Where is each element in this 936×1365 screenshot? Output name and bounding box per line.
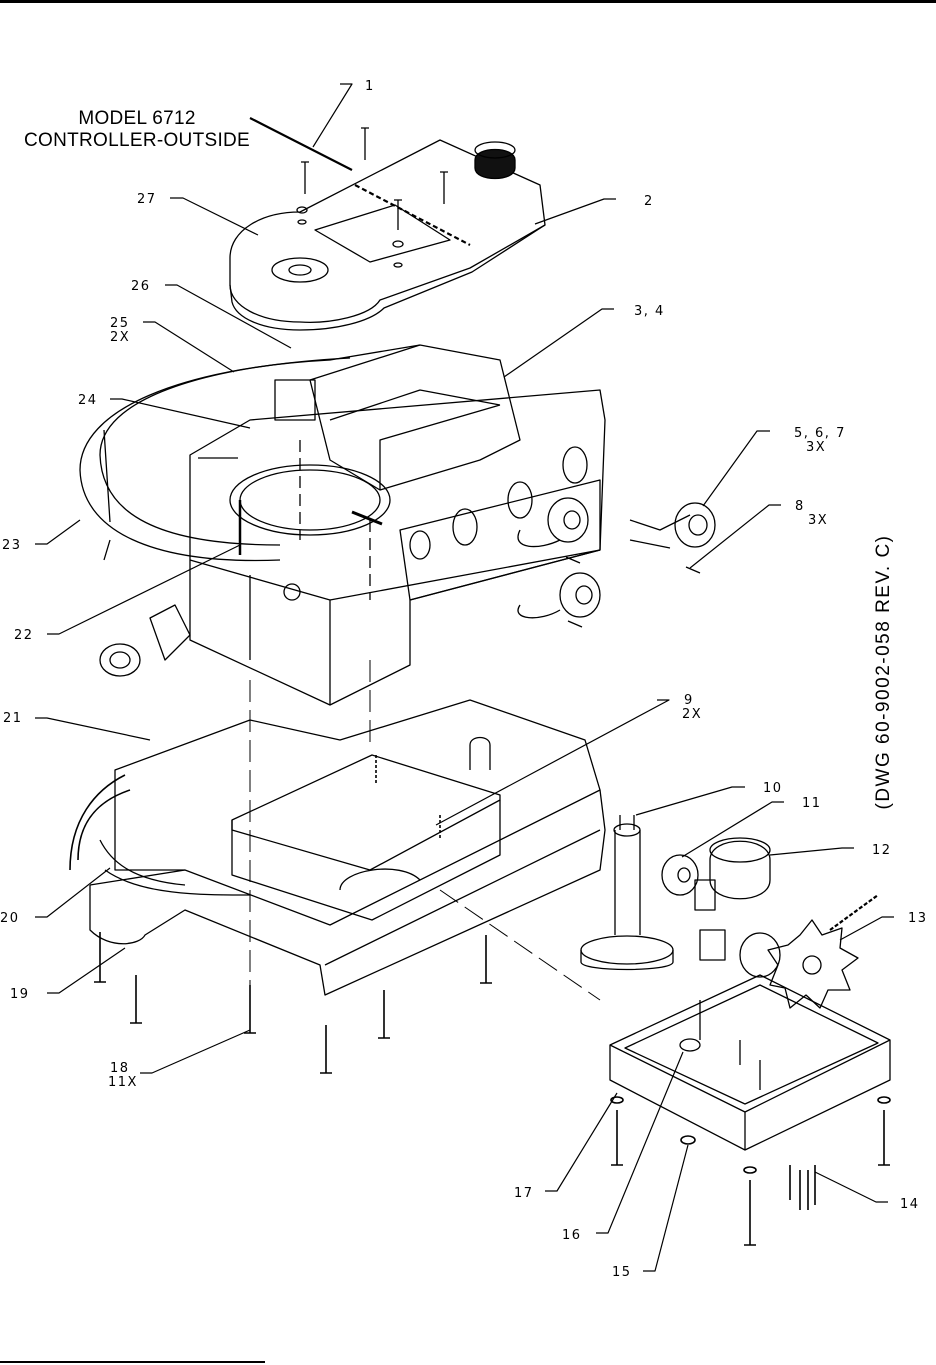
callout-2-label: 2 (644, 194, 654, 209)
callout-19-label: 19 (10, 987, 30, 1002)
rear-band (79, 344, 421, 562)
callout-25-qty: 2X (110, 330, 130, 345)
bottom-rule (0, 1361, 265, 1363)
callout-13-label: 13 (908, 911, 928, 926)
drawing-title: MODEL 6712 CONTROLLER-OUTSIDE (24, 108, 250, 152)
callout-12-label: 12 (872, 843, 892, 858)
callout-26-label: 26 (131, 279, 151, 294)
base-housing (69, 699, 606, 996)
center-lines (249, 660, 601, 1001)
callout-27-label: 27 (137, 192, 157, 207)
callout-24-label: 24 (78, 393, 98, 408)
callout-18-label: 18 (110, 1061, 130, 1076)
top-rule (0, 0, 936, 3)
callout-3-4-label: 3, 4 (634, 304, 665, 319)
callout-17-label: 17 (514, 1186, 534, 1201)
title-line-2: CONTROLLER-OUTSIDE (24, 130, 251, 151)
callout-9-qty: 2X (682, 707, 702, 722)
dial-area (229, 440, 391, 600)
rod (249, 117, 353, 171)
title-line-1: MODEL 6712 (78, 108, 196, 129)
pump-rollers (517, 497, 716, 628)
cover-screws (296, 127, 448, 268)
callout-23-label: 23 (2, 538, 22, 553)
callout-21-label: 21 (3, 711, 23, 726)
top-cover (229, 139, 546, 331)
callout-11-label: 11 (802, 796, 822, 811)
callout-5-6-7-qty: 3X (806, 440, 826, 455)
callout-15-label: 15 (612, 1265, 632, 1280)
base-bolts (94, 755, 492, 1074)
callout-9-label: 9 (684, 693, 694, 708)
callout-22-label: 22 (14, 628, 34, 643)
lower-bolts (610, 1096, 891, 1246)
star-wheel (767, 894, 879, 1009)
callout-20-label: 20 (0, 911, 20, 926)
callout-5-6-7-label: 5, 6, 7 (794, 426, 846, 441)
callout-1-label: 1 (365, 79, 375, 94)
callout-16-label: 16 (562, 1228, 582, 1243)
lower-housing (609, 974, 891, 1151)
side-connector (99, 604, 191, 677)
main-housing (189, 344, 606, 706)
callout-25-label: 25 (110, 316, 130, 331)
callout-10-label: 10 (763, 781, 783, 796)
callout-8-label: 8 (795, 499, 805, 514)
drive-axle (580, 815, 781, 978)
callout-18-qty: 11X (108, 1075, 138, 1090)
callout-8-qty: 3X (808, 513, 828, 528)
callout-14-label: 14 (900, 1197, 920, 1212)
